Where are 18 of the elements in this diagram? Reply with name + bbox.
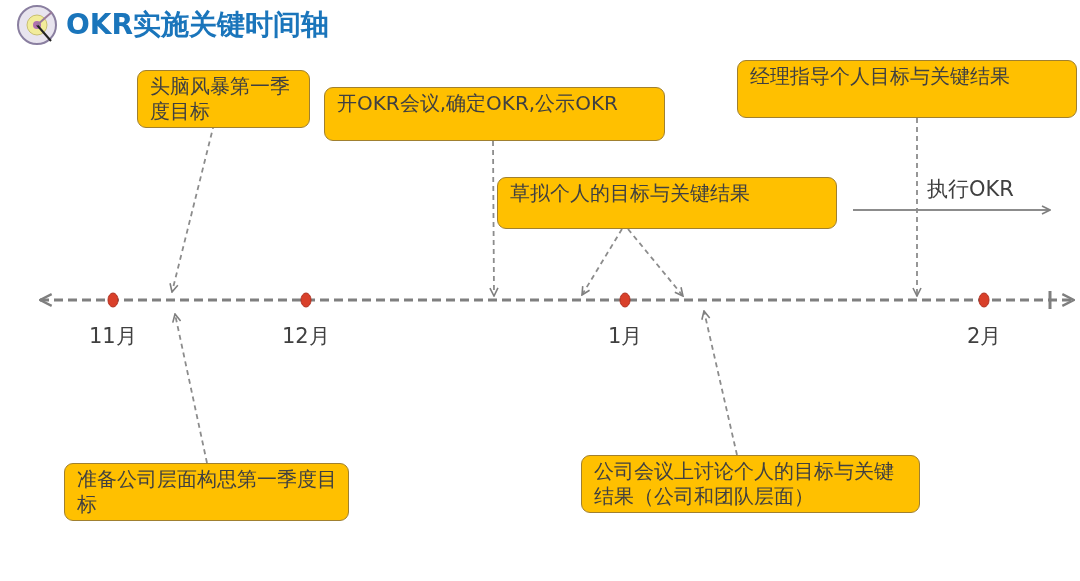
arrow <box>581 228 623 296</box>
arrow <box>489 140 499 297</box>
event-box: 公司会议上讨论个人的目标与关键结果（公司和团队层面） <box>581 455 920 513</box>
event-box: 草拟个人的目标与关键结果 <box>497 177 837 229</box>
month-label: 2月 <box>967 323 1002 350</box>
arrow <box>171 313 208 464</box>
arrow <box>912 117 922 297</box>
month-label: 11月 <box>89 323 137 350</box>
title: OKR实施关键时间轴 <box>66 7 330 43</box>
arrow <box>627 228 684 297</box>
event-box: 头脑风暴第一季度目标 <box>137 70 310 128</box>
month-label: 12月 <box>282 323 330 350</box>
arrow-label: 执行OKR <box>927 176 1014 203</box>
arrow <box>701 310 738 456</box>
event-box: 开OKR会议,确定OKR,公示OKR <box>324 87 665 141</box>
event-box: 经理指导个人目标与关键结果 <box>737 60 1077 118</box>
event-box: 准备公司层面构思第一季度目标 <box>64 463 349 521</box>
month-label: 1月 <box>608 323 643 350</box>
